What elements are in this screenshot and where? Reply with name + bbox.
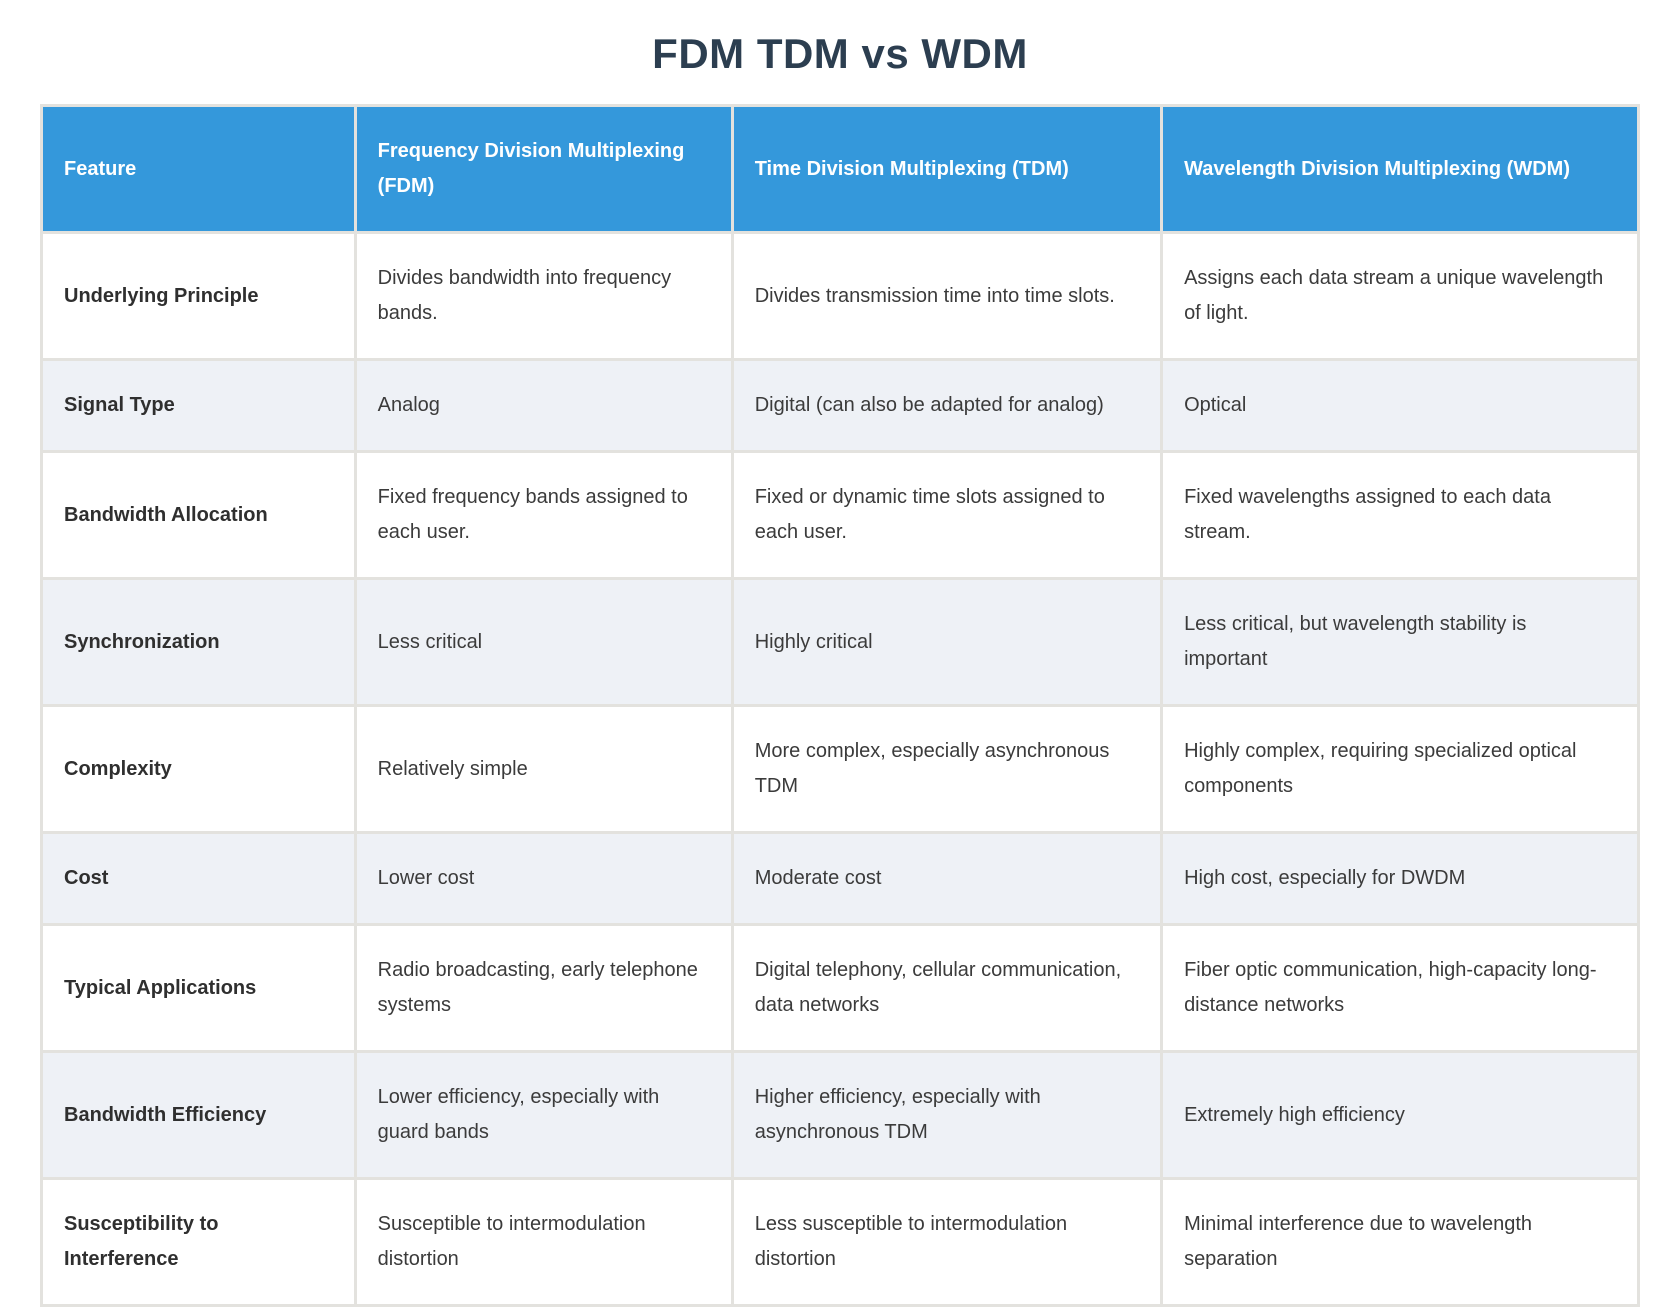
fdm-cell: Lower cost xyxy=(356,834,731,923)
tdm-cell: Divides transmission time into time slot… xyxy=(733,234,1161,358)
wdm-cell: Fiber optic communication, high-capacity… xyxy=(1163,926,1637,1050)
table-row: Cost Lower cost Moderate cost High cost,… xyxy=(43,834,1637,923)
fdm-cell: Analog xyxy=(356,361,731,450)
table-row: Typical Applications Radio broadcasting,… xyxy=(43,926,1637,1050)
table-body: Underlying Principle Divides bandwidth i… xyxy=(43,234,1637,1304)
wdm-cell: Minimal interference due to wavelength s… xyxy=(1163,1180,1637,1304)
tdm-cell: More complex, especially asynchronous TD… xyxy=(733,707,1161,831)
fdm-cell: Divides bandwidth into frequency bands. xyxy=(356,234,731,358)
table-row: Underlying Principle Divides bandwidth i… xyxy=(43,234,1637,358)
table-row: Susceptibility to Interference Susceptib… xyxy=(43,1180,1637,1304)
wdm-cell: Optical xyxy=(1163,361,1637,450)
fdm-cell: Relatively simple xyxy=(356,707,731,831)
table-header: Feature Frequency Division Multiplexing … xyxy=(43,107,1637,231)
tdm-cell: Digital (can also be adapted for analog) xyxy=(733,361,1161,450)
wdm-cell: Highly complex, requiring specialized op… xyxy=(1163,707,1637,831)
column-header-fdm: Frequency Division Multiplexing (FDM) xyxy=(356,107,731,231)
wdm-cell: High cost, especially for DWDM xyxy=(1163,834,1637,923)
feature-cell: Synchronization xyxy=(43,580,354,704)
feature-cell: Susceptibility to Interference xyxy=(43,1180,354,1304)
wdm-cell: Assigns each data stream a unique wavele… xyxy=(1163,234,1637,358)
table-row: Signal Type Analog Digital (can also be … xyxy=(43,361,1637,450)
column-header-tdm: Time Division Multiplexing (TDM) xyxy=(733,107,1161,231)
tdm-cell: Moderate cost xyxy=(733,834,1161,923)
page-title: FDM TDM vs WDM xyxy=(652,30,1028,77)
feature-cell: Bandwidth Allocation xyxy=(43,453,354,577)
tdm-cell: Highly critical xyxy=(733,580,1161,704)
fdm-cell: Susceptible to intermodulation distortio… xyxy=(356,1180,731,1304)
fdm-cell: Less critical xyxy=(356,580,731,704)
wdm-cell: Extremely high efficiency xyxy=(1163,1053,1637,1177)
wdm-cell: Fixed wavelengths assigned to each data … xyxy=(1163,453,1637,577)
tdm-cell: Fixed or dynamic time slots assigned to … xyxy=(733,453,1161,577)
tdm-cell: Less susceptible to intermodulation dist… xyxy=(733,1180,1161,1304)
fdm-cell: Radio broadcasting, early telephone syst… xyxy=(356,926,731,1050)
feature-cell: Cost xyxy=(43,834,354,923)
feature-cell: Typical Applications xyxy=(43,926,354,1050)
table-row: Bandwidth Efficiency Lower efficiency, e… xyxy=(43,1053,1637,1177)
feature-cell: Underlying Principle xyxy=(43,234,354,358)
table-row: Bandwidth Allocation Fixed frequency ban… xyxy=(43,453,1637,577)
fdm-cell: Fixed frequency bands assigned to each u… xyxy=(356,453,731,577)
table-row: Synchronization Less critical Highly cri… xyxy=(43,580,1637,704)
tdm-cell: Digital telephony, cellular communicatio… xyxy=(733,926,1161,1050)
wdm-cell: Less critical, but wavelength stability … xyxy=(1163,580,1637,704)
feature-cell: Signal Type xyxy=(43,361,354,450)
comparison-table: Feature Frequency Division Multiplexing … xyxy=(40,104,1640,1307)
column-header-wdm: Wavelength Division Multiplexing (WDM) xyxy=(1163,107,1637,231)
feature-cell: Bandwidth Efficiency xyxy=(43,1053,354,1177)
column-header-feature: Feature xyxy=(43,107,354,231)
tdm-cell: Higher efficiency, especially with async… xyxy=(733,1053,1161,1177)
fdm-cell: Lower efficiency, especially with guard … xyxy=(356,1053,731,1177)
table-row: Complexity Relatively simple More comple… xyxy=(43,707,1637,831)
feature-cell: Complexity xyxy=(43,707,354,831)
header-row: Feature Frequency Division Multiplexing … xyxy=(43,107,1637,231)
